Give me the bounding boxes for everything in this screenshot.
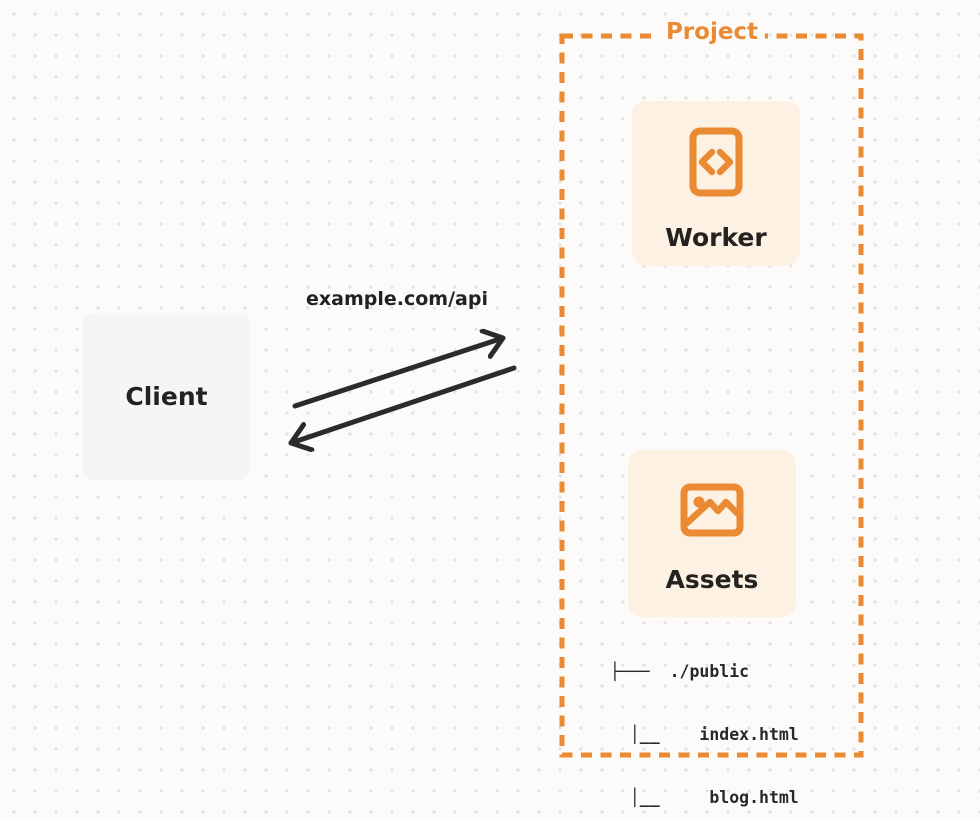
file-tree: ├─── ./public │__ index.html │__ blog.ht…: [610, 619, 799, 818]
client-label: Client: [125, 382, 208, 411]
code-file-icon: [689, 127, 743, 197]
worker-label: Worker: [665, 223, 767, 252]
file-tree-line-index: │__ index.html: [610, 725, 799, 744]
assets-label: Assets: [665, 565, 759, 594]
response-arrow: [288, 365, 517, 443]
file-tree-line-blog: │__ blog.html: [610, 788, 799, 807]
client-node: Client: [83, 313, 250, 480]
image-icon: [680, 483, 744, 537]
request-url-label: example.com/api: [306, 288, 488, 310]
worker-node: Worker: [632, 101, 800, 266]
file-tree-line-root: ├─── ./public: [610, 662, 750, 681]
assets-node: Assets: [628, 450, 796, 617]
request-arrow: [292, 338, 506, 409]
project-label: Project: [658, 19, 766, 45]
